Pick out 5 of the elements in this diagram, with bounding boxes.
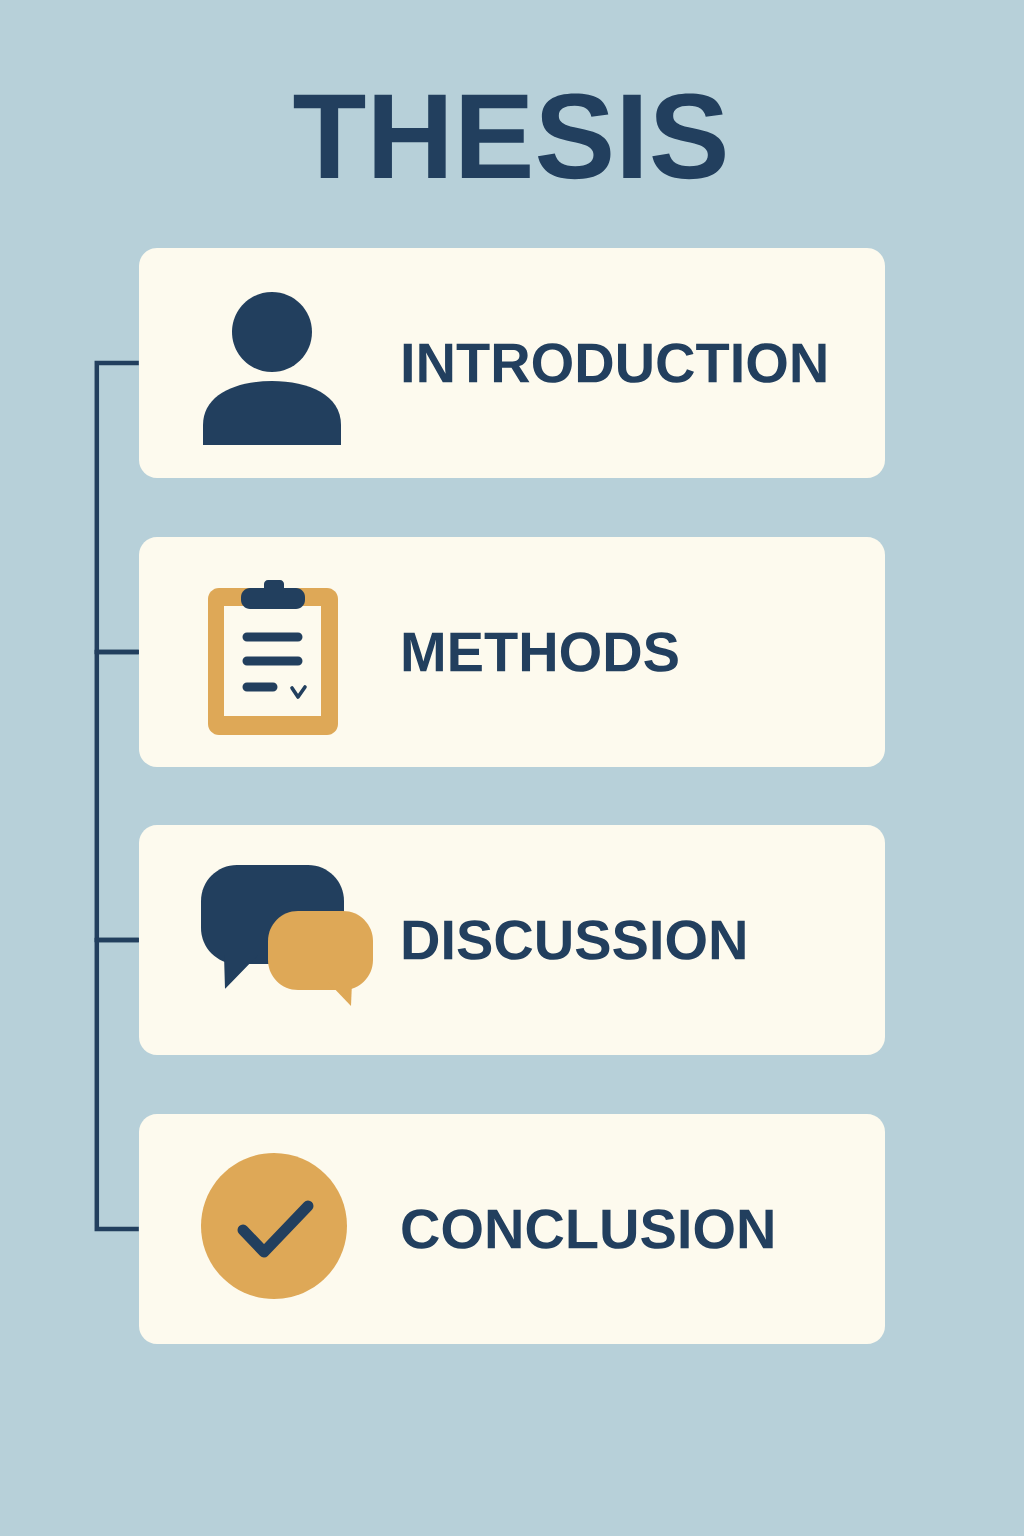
- section-card: INTRODUCTION: [139, 248, 885, 478]
- section-card: CONCLUSION: [139, 1114, 885, 1344]
- title: THESIS: [293, 93, 725, 180]
- connector-line: [94, 937, 139, 1232]
- section-card: DISCUSSION: [139, 825, 885, 1055]
